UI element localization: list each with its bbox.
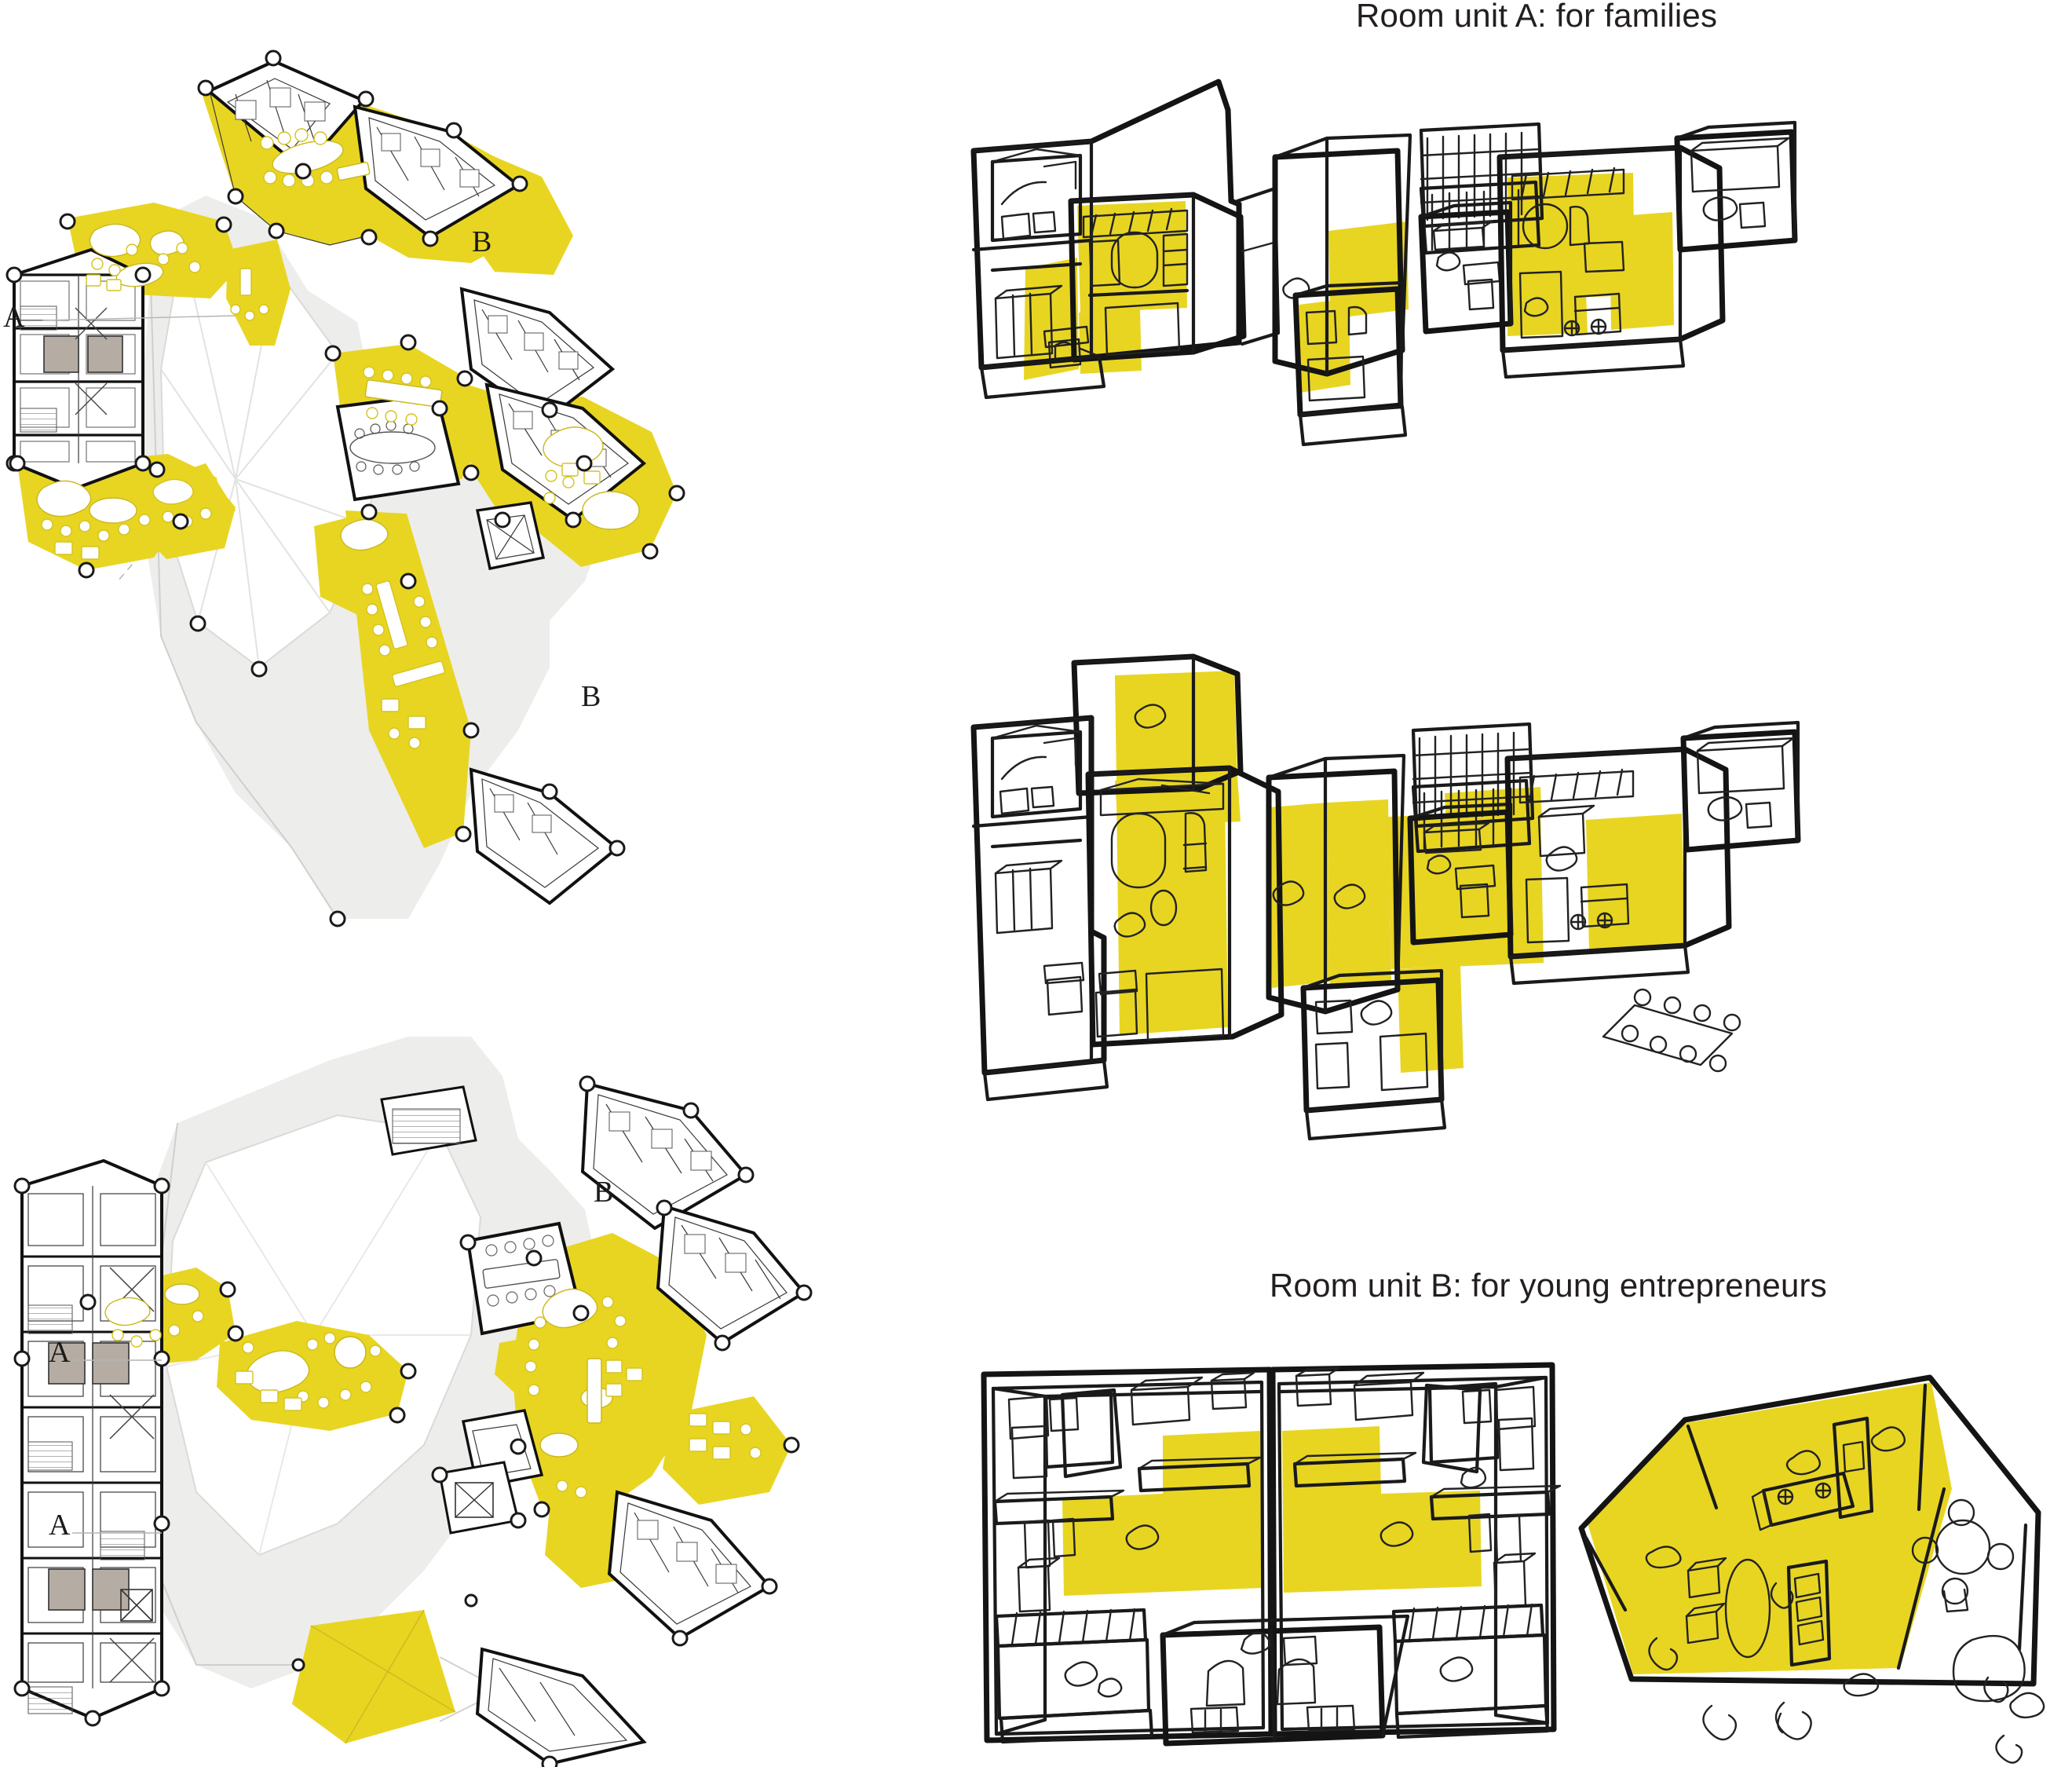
room-unit-b-shared-coworking-axonometric — [1570, 1351, 2072, 1767]
plan-marker-b-upper-2: B — [581, 680, 601, 713]
grid-nodes-lower — [13, 1075, 813, 1767]
furniture-diagram-upper — [36, 128, 640, 749]
unit-a-title: Room unit A: for families — [1356, 0, 1718, 34]
plan-marker-a-lower-2: A — [49, 1509, 71, 1542]
leader-lines-upper — [42, 315, 236, 321]
axo-b-cowork-yellow-floor — [1588, 1382, 2037, 1681]
room-unit-a-lower-level-axonometric — [958, 652, 2057, 1202]
upper-floor-site-plan — [0, 39, 832, 966]
residential-units-lower — [20, 1081, 807, 1766]
room-unit-b-twin-rooms-axonometric — [978, 1343, 1562, 1767]
plan-marker-a-upper: A — [3, 301, 25, 334]
unit-b-title: Room unit B: for young entrepreneurs — [1270, 1267, 1827, 1304]
room-unit-a-upper-level-axonometric — [958, 63, 2057, 613]
leader-lines-lower — [72, 1359, 162, 1534]
furniture-diagram-lower — [104, 1283, 762, 1744]
plan-marker-a-lower-1: A — [49, 1336, 71, 1369]
grid-nodes-upper — [5, 49, 685, 927]
axo-a-lower-linework — [970, 653, 1801, 1141]
axo-b-twin-linework — [981, 1362, 1562, 1747]
lower-floor-site-plan — [0, 1005, 832, 1767]
axo-a-upper-linework — [970, 79, 1798, 447]
plan-marker-b-lower: B — [594, 1176, 614, 1209]
axo-b-cowork-linework — [1578, 1374, 2045, 1764]
plan-marker-b-upper-1: B — [472, 225, 492, 258]
axo-b-twin-yellow-floors — [1062, 1426, 1482, 1596]
